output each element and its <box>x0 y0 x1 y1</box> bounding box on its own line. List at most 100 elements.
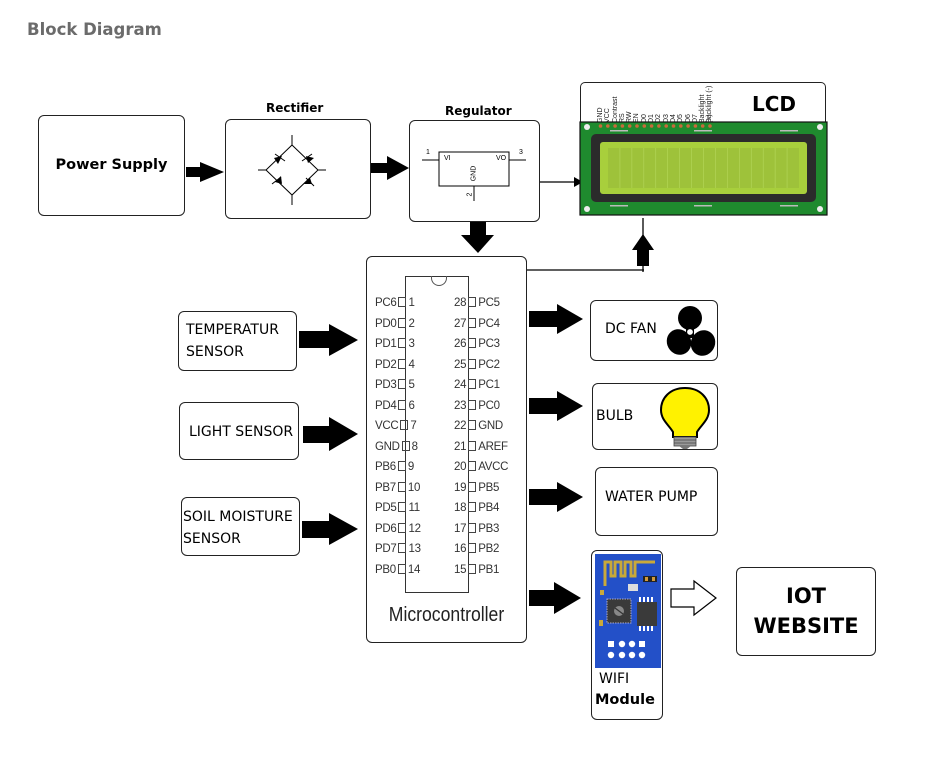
pin-number: 21 <box>454 440 467 453</box>
lcd-header-pin <box>664 124 668 128</box>
pin-pad <box>397 563 406 574</box>
pin-number: 2 <box>408 317 415 330</box>
lcd-header-pin <box>679 124 683 128</box>
pin-pad <box>398 358 407 369</box>
temperature-sensor-label-line1: TEMPERATUR <box>186 322 279 338</box>
pin-number: 28 <box>454 297 467 309</box>
wifi-module-label-line2: Module <box>595 692 655 708</box>
pin-pad <box>468 317 477 328</box>
arrow-regulator-to-microcontroller <box>461 221 494 253</box>
pin-number: 27 <box>454 317 467 330</box>
pin-name: PB3 <box>478 522 500 535</box>
wifi-module-block: WIFI Module <box>591 550 663 720</box>
microcontroller-label: Microcontroller <box>388 604 505 626</box>
regulator-block: 1 3 2 VI VO GND <box>409 120 540 222</box>
pin-name: AREF <box>478 440 508 453</box>
pin-number: 25 <box>454 358 467 371</box>
pin-name: PC6 <box>375 297 397 309</box>
lcd-header-pin <box>686 124 690 128</box>
arrow-mcu-to-wifi <box>529 582 581 614</box>
pin-pad <box>397 461 406 471</box>
lcd-header-pin <box>620 124 625 128</box>
soil-moisture-sensor-label-line1: SOIL MOISTURE <box>183 509 293 525</box>
pin-name: PB0 <box>375 563 396 576</box>
pin-pad <box>468 297 477 307</box>
pin-number: 11 <box>408 502 420 514</box>
pin-number: 17 <box>454 522 467 535</box>
pin-pad <box>397 481 406 492</box>
water-pump-block: WATER PUMP <box>595 467 718 536</box>
pin-pad <box>468 379 477 389</box>
lcd-pin-label: EN <box>633 113 641 123</box>
pin-name: AVCC <box>478 461 509 473</box>
lcd-header-pin <box>598 124 603 128</box>
regulator-vo: VO <box>496 155 507 162</box>
mcu-pin-right: 27 PC4 <box>454 317 500 330</box>
arrow-temperature-to-mcu <box>299 324 358 356</box>
pin-pad <box>398 543 407 553</box>
lcd-pin-label: D6 <box>684 114 692 123</box>
pin-number: 7 <box>410 420 417 432</box>
pin-name: PD6 <box>375 522 397 535</box>
mcu-pin-left: PD5 11 <box>375 502 420 514</box>
lcd-header-pin <box>613 124 617 128</box>
lcd-pin-label: D2 <box>655 114 663 123</box>
wifi-module-label-line1: WIFI <box>599 671 630 687</box>
pin-pad <box>468 502 477 512</box>
temperature-sensor-block: TEMPERATUR SENSOR <box>178 311 297 371</box>
lcd-header-pin <box>657 124 661 128</box>
pin-pad <box>468 399 477 410</box>
light-sensor-block: LIGHT SENSOR <box>179 402 299 460</box>
bulb-block: BULB <box>592 383 718 450</box>
regulator-gnd: GND <box>470 165 478 182</box>
pin-name: GND <box>375 440 400 453</box>
ic-chip <box>405 276 469 593</box>
pin-pad <box>468 338 477 348</box>
regulator-title: Regulator <box>445 104 512 118</box>
pin-name: PC4 <box>478 317 500 330</box>
lcd-header-pin <box>693 124 698 128</box>
water-pump-label: WATER PUMP <box>605 489 698 505</box>
soil-moisture-sensor-block: SOIL MOISTURE SENSOR <box>181 497 300 556</box>
lcd-header-pin <box>627 124 632 128</box>
pin-number: 3 <box>408 338 415 350</box>
pin-number: 26 <box>454 338 467 350</box>
arrow-rectifier-to-regulator <box>371 156 409 180</box>
lcd-display-icon <box>579 121 828 216</box>
pin-number: 12 <box>408 522 421 535</box>
pin-name: PD3 <box>375 379 397 391</box>
pin-name: PD5 <box>375 502 397 514</box>
pin-name: PC1 <box>478 379 500 391</box>
pin-name: PD2 <box>375 358 397 371</box>
pin-name: GND <box>478 420 503 432</box>
pin-pad <box>468 563 477 574</box>
pin-name: PB4 <box>478 502 500 514</box>
arrow-mcu-to-bulb <box>529 391 583 421</box>
mcu-pin-left: PD6 12 <box>375 522 421 535</box>
arrow-light-to-mcu <box>303 417 358 451</box>
regulator-pin1: 1 <box>426 149 430 156</box>
power-supply-block: Power Supply <box>38 115 185 216</box>
pin-name: PB5 <box>478 481 500 494</box>
pin-pad <box>398 338 407 348</box>
